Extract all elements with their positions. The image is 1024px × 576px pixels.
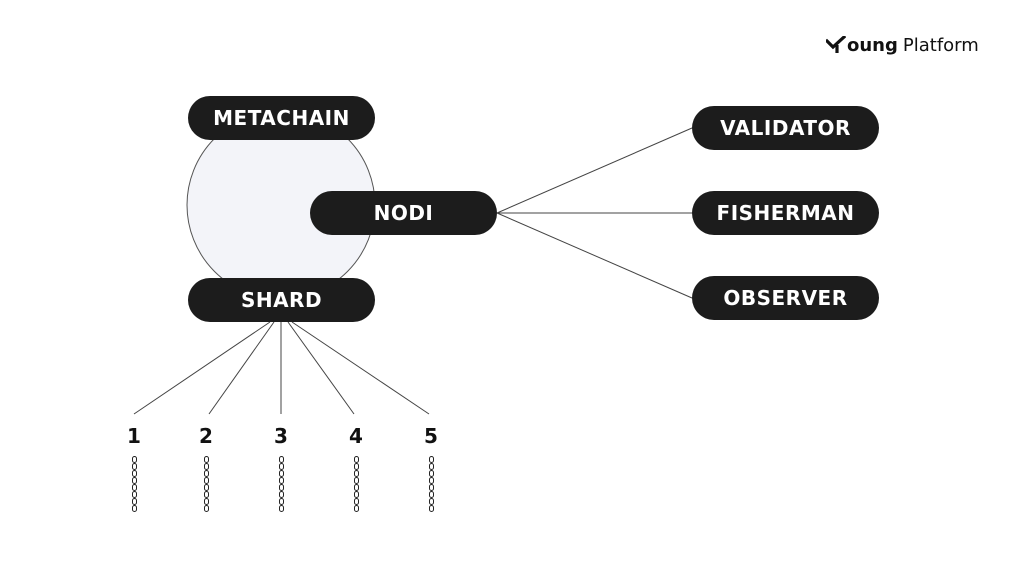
shard-number-1: 1 (127, 424, 141, 448)
line-shard-4 (287, 321, 355, 415)
shard-number-2: 2 (199, 424, 213, 448)
chain-link (203, 470, 209, 477)
chain-link (353, 477, 359, 484)
line-shard-2 (208, 321, 275, 415)
chain-icon (352, 456, 360, 512)
chain-link (278, 456, 284, 463)
chain-link (203, 477, 209, 484)
chain-link (428, 456, 434, 463)
line-shard-5 (291, 321, 430, 415)
chain-link (428, 491, 434, 498)
fisherman-node: FISHERMAN (692, 191, 879, 235)
chain-link (278, 505, 284, 512)
chain-link (278, 491, 284, 498)
chain-link (131, 498, 137, 505)
chain-link (428, 470, 434, 477)
logo-word-platform: Platform (902, 34, 979, 56)
chain-link (353, 470, 359, 477)
chain-link (131, 456, 137, 463)
chain-link (353, 484, 359, 491)
chain-icon (277, 456, 285, 512)
chain-icon (427, 456, 435, 512)
chain-icon (202, 456, 210, 512)
line-nodi-observer (496, 212, 693, 299)
chain-link (131, 491, 137, 498)
shard-number-3: 3 (274, 424, 288, 448)
observer-node: OBSERVER (692, 276, 879, 320)
chain-link (203, 498, 209, 505)
shard-number-4: 4 (349, 424, 363, 448)
chain-link (428, 463, 434, 470)
chain-link (428, 484, 434, 491)
chain-link (131, 505, 137, 512)
chain-link (278, 463, 284, 470)
chain-link (278, 477, 284, 484)
chain-link (203, 463, 209, 470)
chain-link (203, 491, 209, 498)
chain-link (353, 491, 359, 498)
nodi-node: NODI (310, 191, 497, 235)
chain-link (278, 484, 284, 491)
chain-link (131, 470, 137, 477)
chain-icon (130, 456, 138, 512)
chain-link (203, 505, 209, 512)
chain-link (353, 463, 359, 470)
shard-node: SHARD (188, 278, 375, 322)
young-platform-logo: oung Platform (826, 33, 979, 57)
chain-link (131, 477, 137, 484)
metachain-node: METACHAIN (188, 96, 375, 140)
chain-link (428, 477, 434, 484)
line-shard-1 (133, 321, 271, 415)
chain-link (428, 505, 434, 512)
chain-link (428, 498, 434, 505)
chain-link (203, 484, 209, 491)
chain-link (131, 463, 137, 470)
chain-link (353, 498, 359, 505)
chain-link (203, 456, 209, 463)
shard-number-5: 5 (424, 424, 438, 448)
logo-word-young: oung (847, 34, 898, 56)
logo-check-icon (826, 36, 846, 53)
chain-link (353, 456, 359, 463)
chain-link (278, 470, 284, 477)
validator-node: VALIDATOR (692, 106, 879, 150)
line-nodi-validator (496, 127, 693, 214)
chain-link (131, 484, 137, 491)
chain-link (353, 505, 359, 512)
chain-link (278, 498, 284, 505)
